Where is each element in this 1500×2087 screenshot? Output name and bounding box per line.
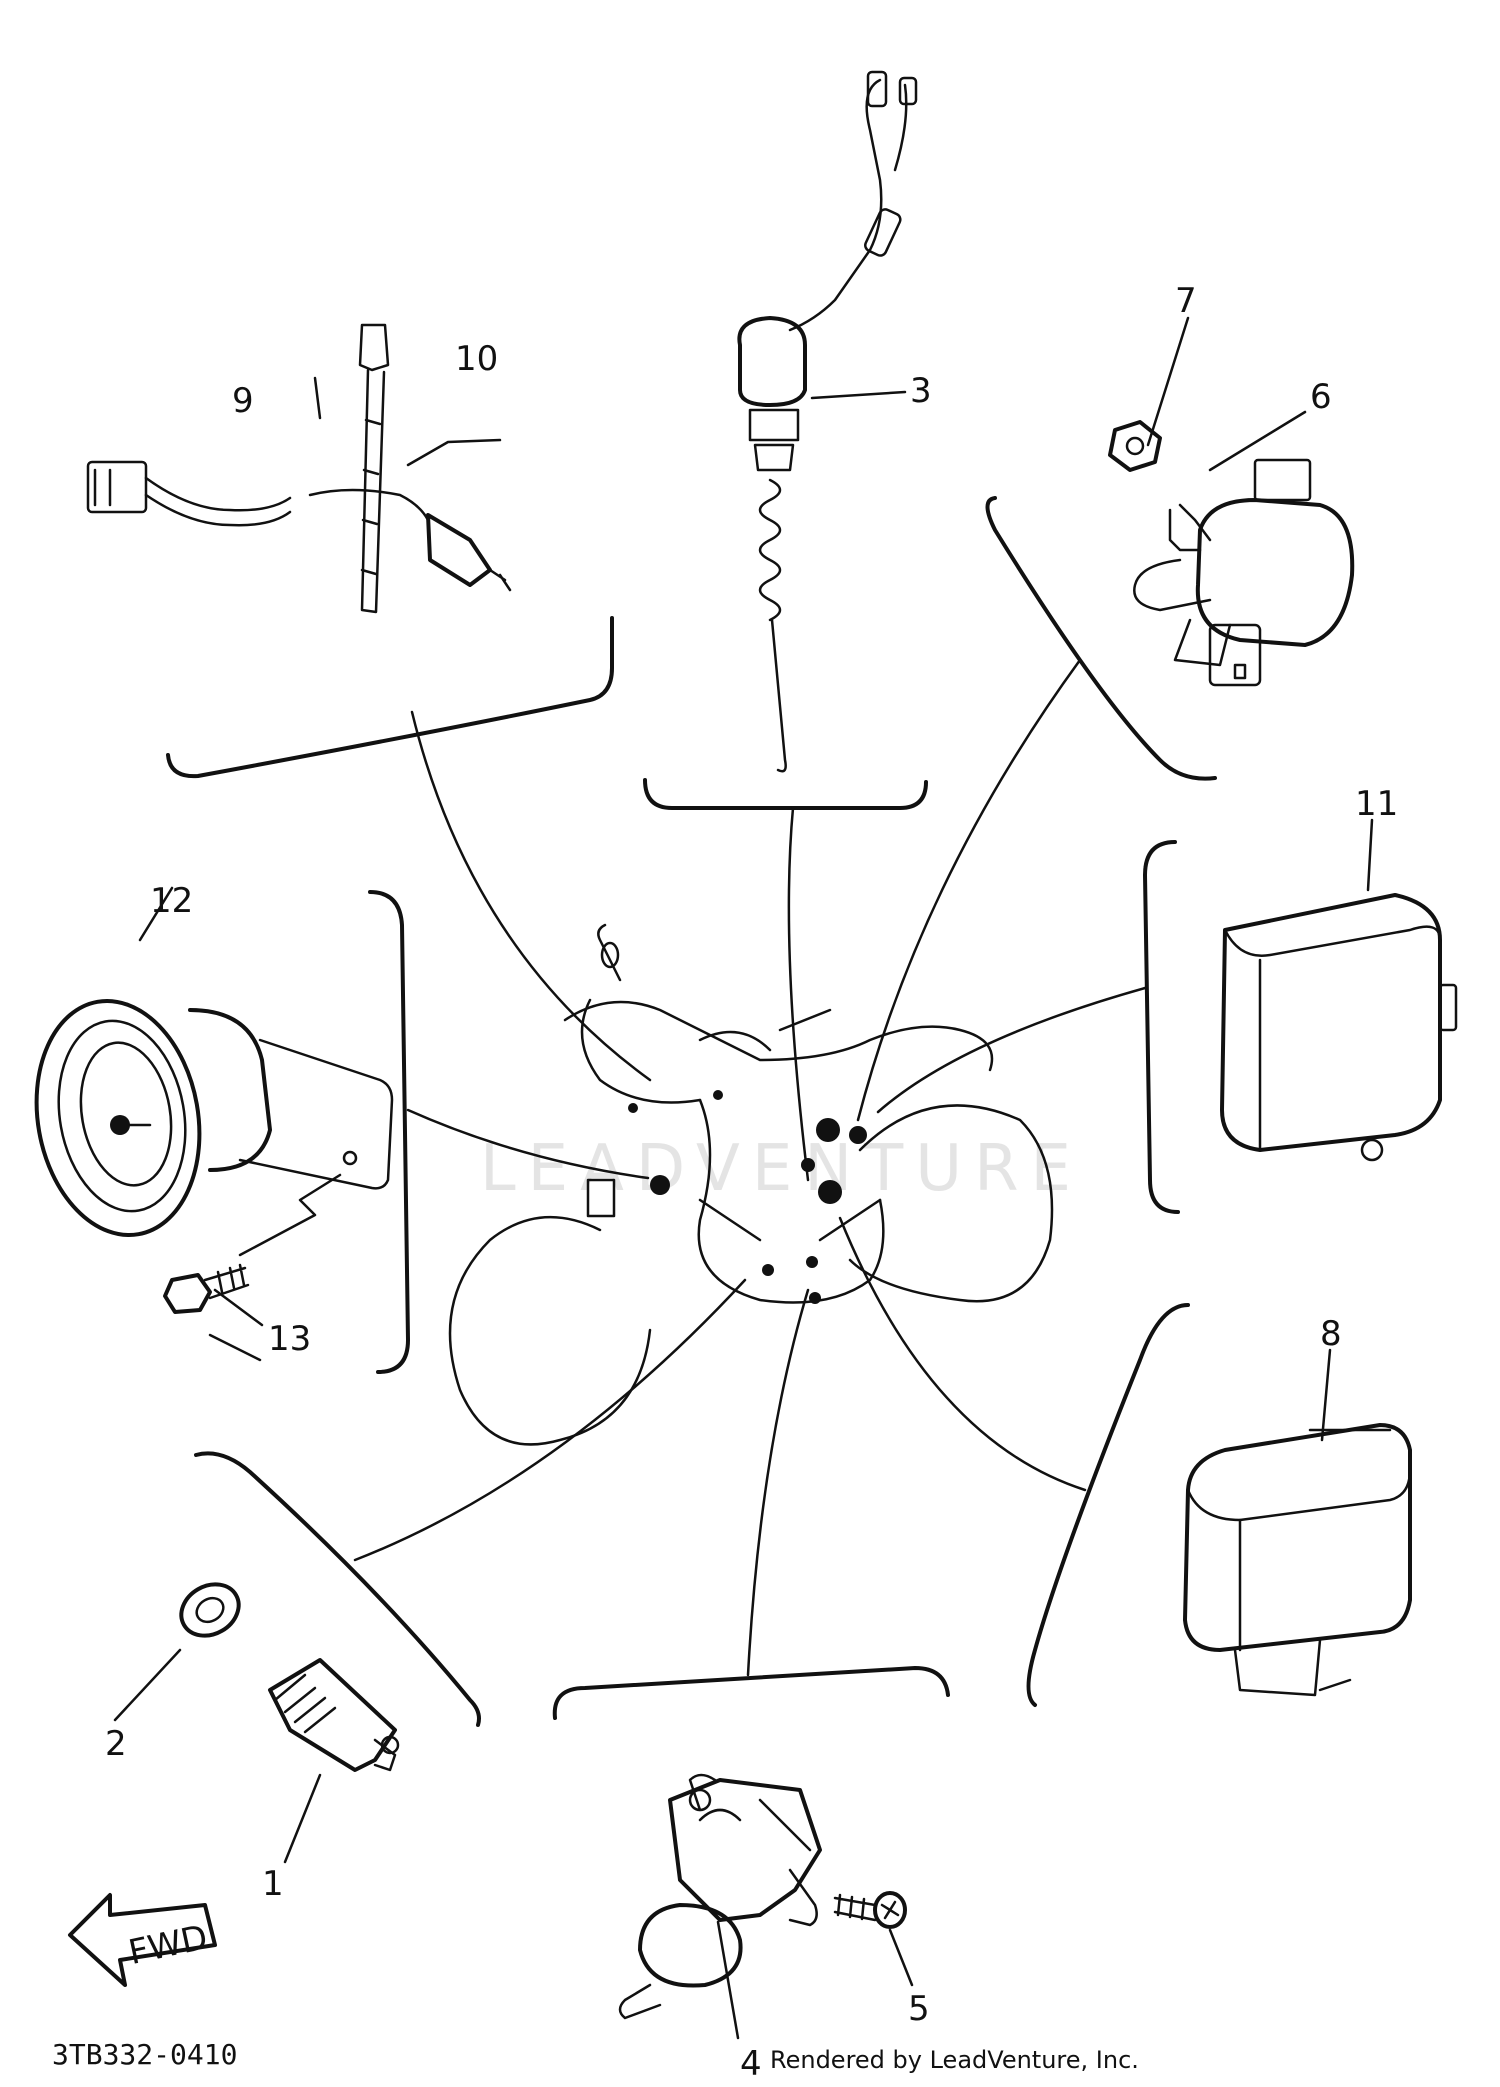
callout-1: 1 bbox=[262, 1864, 284, 1904]
callout-6: 6 bbox=[1310, 377, 1332, 417]
callout-leaders bbox=[113, 316, 1374, 2040]
rear-brake-switch-drawing bbox=[737, 70, 918, 773]
part-code: 3TB332-0410 bbox=[52, 2038, 238, 2071]
screw-drawing bbox=[833, 1891, 907, 1929]
render-credit: Rendered by LeadVenture, Inc. bbox=[770, 2046, 1139, 2074]
relay-unit-drawing bbox=[1220, 893, 1458, 1162]
callout-11: 11 bbox=[1355, 784, 1398, 824]
mount-location-dots bbox=[628, 1090, 867, 1304]
callout-7: 7 bbox=[1175, 281, 1197, 321]
motorcycle-outline bbox=[448, 923, 1054, 1446]
fwd-label: FWD bbox=[125, 1917, 211, 1973]
gasket-drawing bbox=[179, 1582, 241, 1638]
neutral-switch-drawing bbox=[268, 1658, 400, 1772]
bracket-group-bottom-left bbox=[194, 1451, 481, 1727]
callout-5: 5 bbox=[908, 1989, 930, 2029]
callout-13: 13 bbox=[268, 1319, 311, 1359]
horn-drawing bbox=[34, 998, 394, 1257]
bracket-group-top-center bbox=[643, 778, 928, 810]
callout-2: 2 bbox=[105, 1724, 127, 1764]
bracket-group-top-left bbox=[166, 616, 614, 779]
bracket-group-top-right bbox=[985, 496, 1217, 781]
callout-8: 8 bbox=[1320, 1314, 1342, 1354]
starter-relay-drawing bbox=[1133, 458, 1355, 687]
watermark-text: LEADVENTURE bbox=[480, 1132, 1083, 1206]
bracket-group-bottom-right bbox=[1026, 1303, 1190, 1707]
bracket-group-bottom-center bbox=[552, 1666, 950, 1720]
bracket-group-mid-right bbox=[1143, 840, 1180, 1214]
relay-drawing bbox=[1183, 1423, 1412, 1697]
bracket-group-mid-left bbox=[368, 890, 410, 1374]
leader-curves bbox=[353, 658, 1147, 1677]
cable-tie-drawing bbox=[358, 323, 390, 614]
callout-12: 12 bbox=[150, 881, 193, 921]
callout-4: 4 bbox=[740, 2044, 762, 2084]
bolt-drawing bbox=[163, 1263, 250, 1314]
nut-drawing bbox=[1108, 420, 1162, 472]
sidestand-switch-drawing bbox=[618, 1773, 822, 2020]
temp-sensor-lead-drawing bbox=[86, 460, 512, 592]
forward-arrow-icon: FWD bbox=[68, 1893, 217, 1987]
callout-3: 3 bbox=[910, 371, 932, 411]
callout-9: 9 bbox=[232, 381, 254, 421]
callout-10: 10 bbox=[455, 339, 498, 379]
